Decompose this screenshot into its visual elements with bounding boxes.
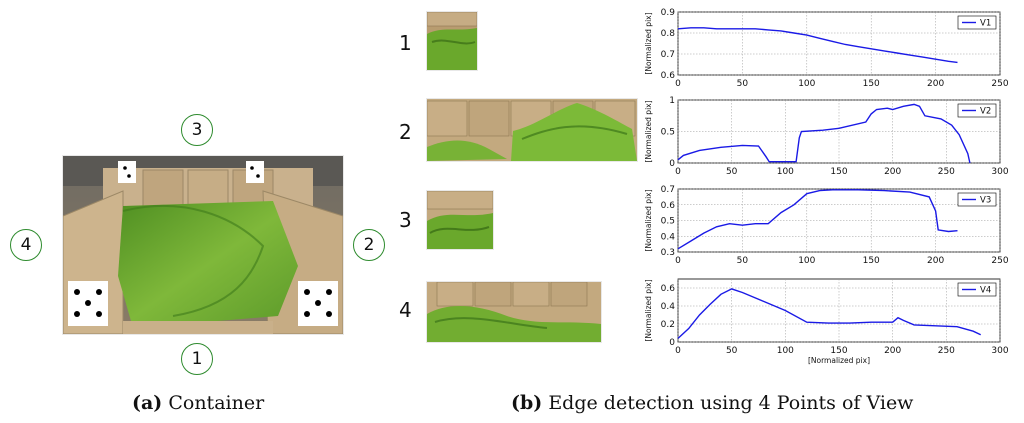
chart-panel-2: 0 50 100 150 200 250 300 0 0.5 1 [Normalized pix] V…	[644, 96, 1009, 177]
chart-panel-3: 0 50 100 150 200 250 0.3 0.4 0.5 0.6 0.7 [Normalize…	[644, 185, 1009, 266]
y-tick-label: 0.3	[661, 248, 675, 258]
y-tick-label: 0.7	[661, 185, 675, 195]
container-illustration	[63, 156, 343, 334]
series-line-v2	[677, 103, 971, 164]
x-tick-label: 100	[798, 256, 815, 266]
y-tick-label: 0.4	[661, 232, 676, 242]
y-tick-label: 1	[669, 96, 675, 106]
y-axis-label: [Normalized pix]	[644, 12, 653, 74]
view-number-4: 4	[399, 298, 412, 322]
y-tick-label: 0.6	[661, 71, 676, 81]
x-tick-label: 0	[675, 256, 681, 266]
legend-label: V1	[980, 19, 991, 29]
caption-b-text: Edge detection using 4 Points of View	[548, 392, 914, 414]
y-axis-label: [Normalized pix]	[644, 100, 653, 162]
x-tick-label: 250	[991, 79, 1008, 89]
caption-b: (b) Edge detection using 4 Points of Vie…	[511, 392, 913, 414]
caption-a-label: (a)	[132, 392, 163, 414]
chart-panel-4: 0 50 100 150 200 250 300 0 0.2 0.4 0.6 [Normalized …	[644, 278, 1009, 365]
x-tick-label: 300	[991, 167, 1008, 177]
view-3-photo	[426, 190, 494, 250]
y-tick-label: 0.6	[661, 284, 676, 294]
y-tick-label: 0	[669, 159, 675, 169]
x-tick-label: 50	[737, 79, 749, 89]
x-tick-label: 50	[726, 167, 738, 177]
y-tick-label: 0	[669, 338, 675, 348]
viewpoint-label-4: 4	[10, 229, 42, 261]
view-1-photo	[426, 11, 478, 71]
x-tick-label: 0	[675, 346, 681, 356]
series-line-v1	[677, 27, 958, 64]
x-tick-label: 50	[726, 346, 738, 356]
legend-label: V4	[980, 286, 991, 296]
view-number-2: 2	[399, 120, 412, 144]
x-tick-label: 200	[884, 167, 901, 177]
view-2-photo	[426, 98, 638, 162]
y-tick-label: 0.7	[661, 50, 675, 60]
viewpoint-label-3: 3	[181, 114, 213, 146]
x-axis-label: [Normalized pix]	[808, 356, 870, 365]
x-tick-label: 250	[938, 346, 955, 356]
x-tick-label: 100	[798, 79, 815, 89]
y-tick-label: 0.8	[661, 29, 676, 39]
view-number-1: 1	[399, 31, 412, 55]
legend-box	[957, 103, 997, 118]
y-tick-label: 0.5	[661, 128, 675, 138]
x-tick-label: 150	[830, 346, 847, 356]
x-tick-label: 200	[884, 346, 901, 356]
x-tick-label: 100	[777, 167, 794, 177]
y-tick-label: 0.6	[661, 201, 676, 211]
chart-panel-1: 0 50 100 150 200 250 0.6 0.7 0.8 0.9 [Normalized p…	[644, 8, 1009, 89]
x-tick-label: 100	[777, 346, 794, 356]
caption-a-text: Container	[168, 392, 265, 414]
viewpoint-label-2: 2	[353, 229, 385, 261]
y-tick-label: 0.9	[661, 8, 676, 18]
x-tick-label: 150	[863, 79, 880, 89]
container-photo	[62, 155, 344, 335]
y-tick-label: 0.4	[661, 302, 676, 312]
x-tick-label: 200	[927, 79, 944, 89]
x-tick-label: 250	[938, 167, 955, 177]
x-tick-label: 300	[991, 346, 1008, 356]
y-tick-label: 0.5	[661, 217, 675, 227]
x-tick-label: 200	[927, 256, 944, 266]
x-tick-label: 0	[675, 167, 681, 177]
series-line-v3	[677, 189, 958, 250]
view-4-photo	[426, 281, 602, 343]
y-tick-label: 0.2	[661, 320, 675, 330]
legend-box	[957, 282, 997, 297]
y-axis-label: [Normalized pix]	[644, 279, 653, 341]
x-tick-label: 250	[991, 256, 1008, 266]
legend-label: V3	[980, 196, 991, 206]
viewpoint-label-1: 1	[181, 343, 213, 375]
caption-b-label: (b)	[511, 392, 543, 414]
view-number-3: 3	[399, 208, 412, 232]
caption-a: (a) Container	[132, 392, 264, 414]
x-tick-label: 0	[675, 79, 681, 89]
y-axis-label: [Normalized pix]	[644, 189, 653, 251]
series-line-v4	[677, 288, 982, 339]
x-tick-label: 150	[830, 167, 847, 177]
legend-label: V2	[980, 107, 991, 117]
x-tick-label: 50	[737, 256, 749, 266]
legend-box	[957, 192, 997, 207]
legend-box	[957, 15, 997, 30]
x-tick-label: 150	[863, 256, 880, 266]
